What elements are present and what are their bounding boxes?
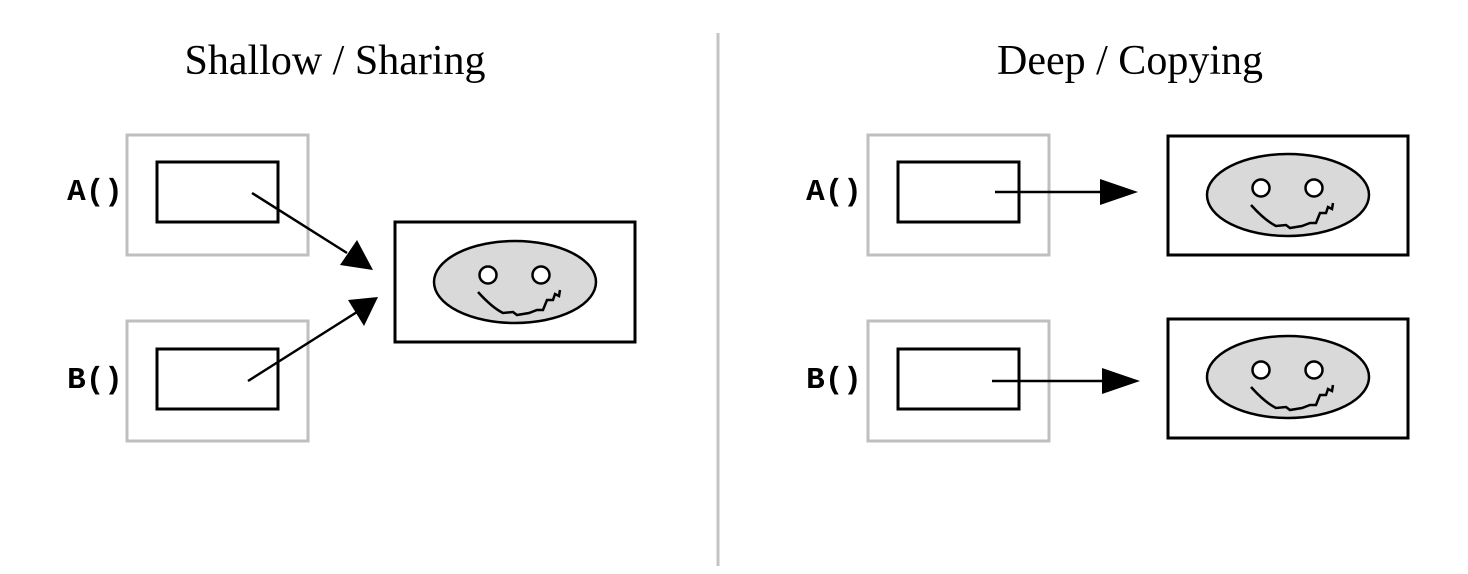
object-b-frame [125, 319, 310, 443]
shared-smiley-icon [432, 239, 598, 325]
arrowhead-b-shared [348, 297, 378, 326]
label-a-right: A() [806, 175, 862, 210]
deep-panel: Deep / Copying A() B() [806, 38, 1410, 443]
arrowhead-a-shared [340, 240, 373, 270]
copy-b-pointer-field [896, 347, 1021, 411]
copy-b-smiley-icon [1205, 334, 1371, 420]
shallow-panel: Shallow / Sharing A() B() [67, 38, 637, 443]
copy-a-smiley-icon [1205, 152, 1371, 238]
label-a-left: A() [67, 175, 123, 210]
deep-title: Deep / Copying [997, 38, 1263, 84]
copy-a-frame [866, 133, 1051, 257]
arrowhead-a-copy [1100, 179, 1138, 205]
object-a-pointer-field [155, 160, 280, 224]
shallow-title: Shallow / Sharing [185, 38, 486, 84]
arrow-a-to-shared [251, 191, 348, 255]
arrow-b-to-shared [247, 310, 358, 383]
object-b-pointer-field [155, 347, 280, 411]
label-b-left: B() [67, 363, 123, 398]
arrowhead-b-copy [1102, 368, 1140, 394]
object-a-frame [125, 133, 310, 257]
label-b-right: B() [806, 363, 862, 398]
